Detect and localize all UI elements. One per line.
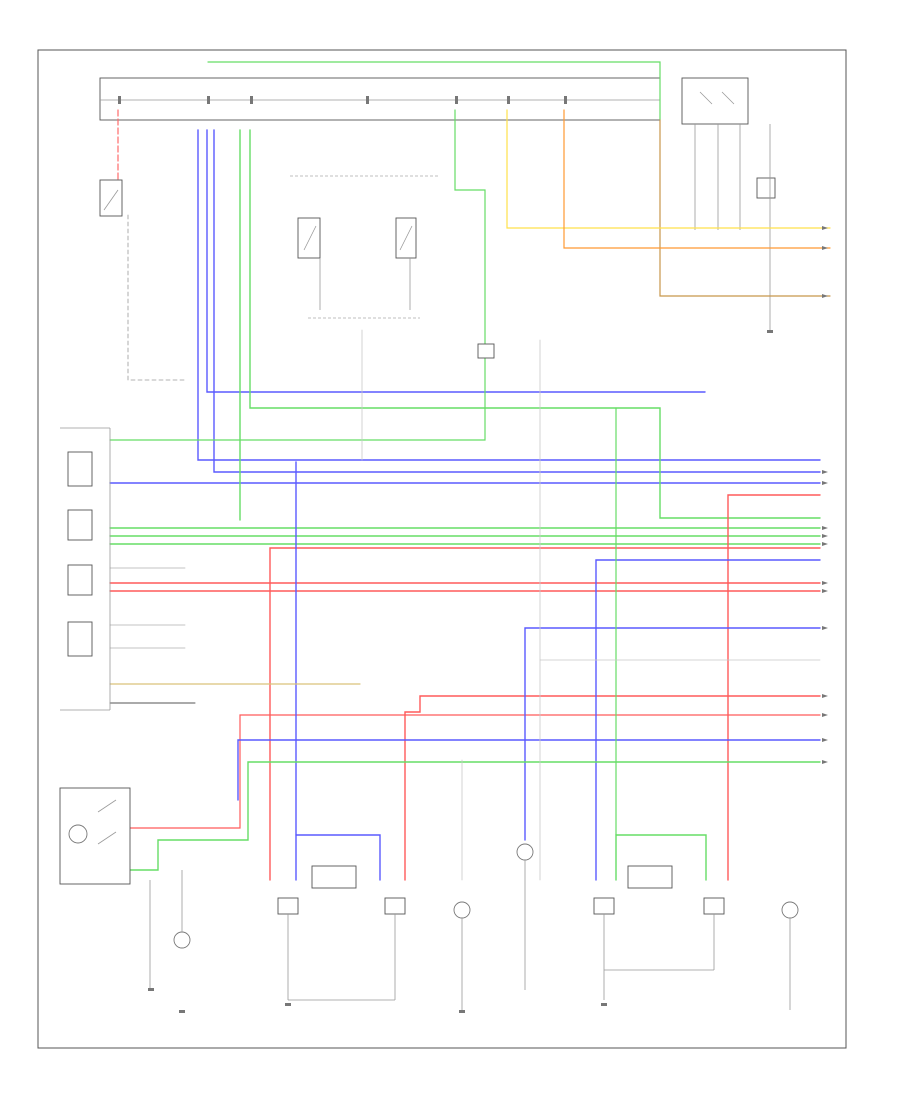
wire-orange [563,109,831,249]
hazard-switch [59,787,131,885]
diagram-frame [37,49,847,1049]
wire-red-combo [129,714,821,829]
turn-signal-flasher [149,870,191,990]
wire-brown-right [659,119,831,297]
left-rear-lamps [453,843,534,1010]
right-front-lamps [593,865,725,1000]
wire-green-loop [615,834,707,881]
wire-gray-left [127,214,186,381]
wire-blue-lower-4 [237,739,821,801]
brake-switch [99,179,123,217]
wire-green-lower [129,761,821,871]
wire-blue-lower-1 [595,559,821,881]
wire-blue-trunk [206,129,706,393]
center-relays [290,175,495,359]
wire-blue-lower-2 [524,627,821,841]
wiring [109,61,831,881]
wire-green-top [207,61,661,121]
left-front-lamps [277,865,406,1001]
ground-points [148,330,773,1013]
relay-box [681,77,776,330]
wire-red-right [727,494,821,881]
wire-blue-loop [295,834,381,881]
right-rear-lamps [781,901,799,1010]
wire-green-trunk [249,129,821,519]
wire-red-lower [404,695,821,881]
wire-green-ac [109,109,486,441]
combination-switch [60,427,111,711]
wire-red-row-1 [269,547,821,881]
right-terminals [822,226,828,764]
wire-blue-trunk-3 [213,129,821,473]
wire-yellow [506,109,831,229]
fuse-block [99,77,661,121]
fuse-markers [118,96,567,104]
wire-blue-trunk-2 [197,129,821,461]
